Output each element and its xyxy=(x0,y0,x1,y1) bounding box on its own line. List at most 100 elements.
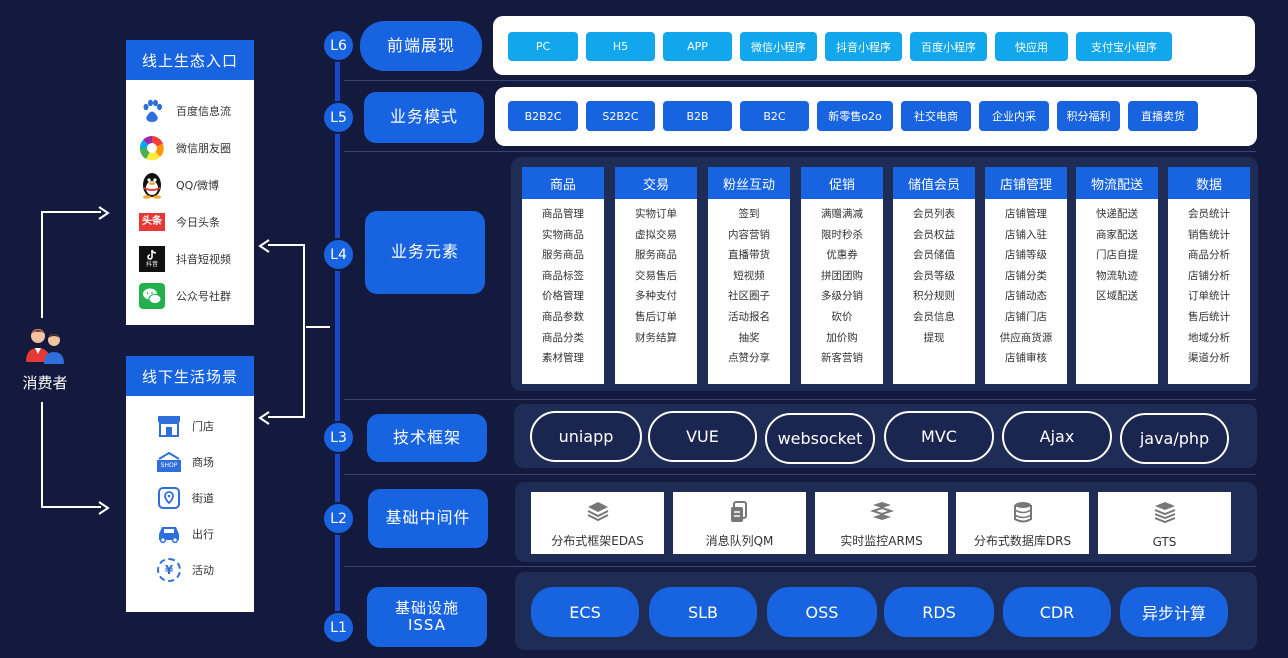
element-item[interactable]: 点赞分享 xyxy=(728,352,770,365)
element-item[interactable]: 短视频 xyxy=(733,269,765,282)
element-item[interactable]: 商品参数 xyxy=(542,310,584,323)
element-item[interactable]: 实物订单 xyxy=(635,208,677,220)
element-item[interactable]: 售后统计 xyxy=(1188,310,1230,323)
element-item[interactable]: 区域配送 xyxy=(1096,290,1138,303)
element-column-title[interactable]: 店铺管理 xyxy=(985,167,1067,199)
element-item[interactable]: 会员列表 xyxy=(913,208,955,220)
framework-pill[interactable]: uniapp xyxy=(530,411,642,462)
business-model-chip[interactable]: B2B xyxy=(663,101,732,131)
element-item[interactable]: 供应商货源 xyxy=(999,331,1053,344)
element-column-title[interactable]: 粉丝互动 xyxy=(708,167,790,199)
framework-pill[interactable]: VUE xyxy=(648,411,757,462)
element-item[interactable]: 虚拟交易 xyxy=(635,228,677,241)
channel-baidu[interactable]: 百度信息流 xyxy=(138,92,254,129)
element-item[interactable]: 店铺分类 xyxy=(1005,269,1047,282)
business-model-chip[interactable]: S2B2C xyxy=(586,101,655,131)
middleware-card[interactable]: 分布式框架EDAS xyxy=(531,492,664,554)
element-item[interactable]: 多级分销 xyxy=(821,290,863,303)
element-item[interactable]: 订单统计 xyxy=(1188,290,1230,303)
element-item[interactable]: 积分规则 xyxy=(913,290,955,303)
element-item[interactable]: 快递配送 xyxy=(1096,208,1138,220)
channel-qq-weibo[interactable]: QQ/微博 xyxy=(138,166,254,203)
element-column-title[interactable]: 商品 xyxy=(522,167,604,199)
business-model-chip[interactable]: B2C xyxy=(740,101,809,131)
frontend-chip[interactable]: 百度小程序 xyxy=(910,32,987,61)
element-item[interactable]: 新客营销 xyxy=(821,352,863,365)
element-item[interactable]: 商家配送 xyxy=(1096,228,1138,241)
business-model-chip[interactable]: 直播卖货 xyxy=(1128,101,1198,131)
framework-pill[interactable]: java/php xyxy=(1120,413,1229,464)
frontend-chip[interactable]: 微信小程序 xyxy=(740,32,817,61)
scene-activity[interactable]: ¥ 活动 xyxy=(156,552,254,588)
element-item[interactable]: 素材管理 xyxy=(542,352,584,365)
infra-button[interactable]: SLB xyxy=(649,587,757,637)
element-item[interactable]: 签到 xyxy=(738,208,760,220)
business-model-chip[interactable]: 企业内采 xyxy=(979,101,1049,131)
element-item[interactable]: 提现 xyxy=(923,331,945,344)
element-item[interactable]: 活动报名 xyxy=(728,310,770,323)
element-item[interactable]: 抽奖 xyxy=(738,331,760,344)
frontend-chip[interactable]: 抖音小程序 xyxy=(825,32,902,61)
framework-pill[interactable]: websocket xyxy=(765,413,875,464)
element-item[interactable]: 商品管理 xyxy=(542,208,584,220)
element-item[interactable]: 砍价 xyxy=(831,310,853,323)
channel-toutiao[interactable]: 头条 今日头条 xyxy=(138,203,254,240)
middleware-card[interactable]: GTS xyxy=(1098,492,1231,554)
element-item[interactable]: 财务结算 xyxy=(635,331,677,344)
infra-button[interactable]: 异步计算 xyxy=(1120,587,1228,637)
business-model-chip[interactable]: 积分福利 xyxy=(1057,101,1120,131)
framework-pill[interactable]: Ajax xyxy=(1002,411,1112,462)
frontend-chip[interactable]: PC xyxy=(508,32,578,61)
element-item[interactable]: 商品标签 xyxy=(542,269,584,282)
frontend-chip[interactable]: 快应用 xyxy=(995,32,1068,61)
element-item[interactable]: 限时秒杀 xyxy=(821,228,863,241)
element-item[interactable]: 会员统计 xyxy=(1188,208,1230,220)
element-item[interactable]: 会员等级 xyxy=(913,269,955,282)
element-item[interactable]: 销售统计 xyxy=(1188,228,1230,241)
business-model-chip[interactable]: 新零售o2o xyxy=(817,101,893,131)
frontend-chip[interactable]: H5 xyxy=(586,32,655,61)
element-item[interactable]: 加价购 xyxy=(826,331,858,344)
element-column-title[interactable]: 数据 xyxy=(1168,167,1250,199)
element-item[interactable]: 店铺等级 xyxy=(1005,249,1047,262)
element-column-title[interactable]: 物流配送 xyxy=(1076,167,1158,199)
element-item[interactable]: 物流轨迹 xyxy=(1096,269,1138,282)
infra-button[interactable]: OSS xyxy=(767,587,877,637)
element-item[interactable]: 价格管理 xyxy=(542,290,584,303)
element-item[interactable]: 地域分析 xyxy=(1188,331,1230,344)
infra-button[interactable]: RDS xyxy=(884,587,994,637)
element-item[interactable]: 服务商品 xyxy=(542,249,584,262)
element-item[interactable]: 满赠满减 xyxy=(821,208,863,220)
frontend-chip[interactable]: APP xyxy=(663,32,732,61)
scene-mall[interactable]: SHOP 商场 xyxy=(156,444,254,480)
element-item[interactable]: 会员信息 xyxy=(913,310,955,323)
element-item[interactable]: 门店自提 xyxy=(1096,249,1138,262)
frontend-chip[interactable]: 支付宝小程序 xyxy=(1076,32,1172,61)
element-item[interactable]: 交易售后 xyxy=(635,269,677,282)
element-item[interactable]: 实物商品 xyxy=(542,228,584,241)
element-item[interactable]: 店铺门店 xyxy=(1005,310,1047,323)
element-item[interactable]: 售后订单 xyxy=(635,310,677,323)
element-item[interactable]: 店铺入驻 xyxy=(1005,228,1047,241)
channel-douyin[interactable]: 抖音 抖音短视频 xyxy=(138,240,254,277)
element-column-title[interactable]: 促销 xyxy=(801,167,883,199)
element-item[interactable]: 店铺审核 xyxy=(1005,352,1047,365)
scene-street[interactable]: 街道 xyxy=(156,480,254,516)
infra-button[interactable]: ECS xyxy=(531,587,639,637)
element-item[interactable]: 会员储值 xyxy=(913,249,955,262)
element-item[interactable]: 渠道分析 xyxy=(1188,352,1230,365)
element-item[interactable]: 店铺动态 xyxy=(1005,290,1047,303)
element-item[interactable]: 社区圈子 xyxy=(728,290,770,303)
element-item[interactable]: 商品分类 xyxy=(542,331,584,344)
element-item[interactable]: 拼团团购 xyxy=(821,269,863,282)
element-item[interactable]: 多种支付 xyxy=(635,290,677,303)
middleware-card[interactable]: 消息队列QM xyxy=(673,492,806,554)
element-item[interactable]: 店铺管理 xyxy=(1005,208,1047,220)
element-column-title[interactable]: 储值会员 xyxy=(893,167,975,199)
element-item[interactable]: 会员权益 xyxy=(913,228,955,241)
middleware-card[interactable]: 实时监控ARMS xyxy=(815,492,948,554)
business-model-chip[interactable]: 社交电商 xyxy=(901,101,971,131)
infra-button[interactable]: CDR xyxy=(1003,587,1111,637)
channel-wechat-moments[interactable]: 微信朋友圈 xyxy=(138,129,254,166)
element-item[interactable]: 优惠券 xyxy=(826,249,858,262)
